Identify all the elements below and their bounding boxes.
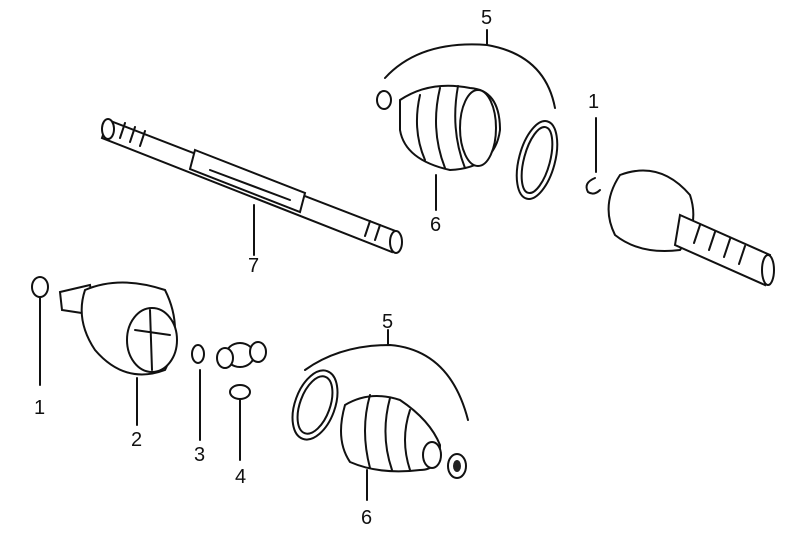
label-lower-circlip: 1 [34,397,46,419]
label-inner-joint-housing: 2 [131,429,143,451]
label-lower-boot: 6 [361,507,373,529]
label-upper-boot: 6 [430,214,442,236]
lower-kit-bracket [304,344,469,421]
label-upper-boot-kit: 5 [481,7,493,29]
label-lower-boot-kit: 5 [382,311,394,333]
lower-band [291,369,339,441]
label-snap-ring: 3 [194,444,206,466]
inner-joint-housing [58,281,178,426]
label-upper-circlip: 1 [588,91,600,113]
label-tripod-joint: 4 [235,466,247,488]
tripod-joint [216,341,267,461]
lower-circlip [31,276,49,298]
snap-ring [191,344,205,364]
outer-cv-joint [607,169,775,287]
upper-small-clamp [376,90,392,110]
upper-boot [399,84,502,211]
lower-boot [340,394,442,501]
drive-shaft [100,118,403,256]
label-drive-shaft: 7 [248,255,260,277]
upper-circlip [585,177,601,195]
upper-band [515,120,559,200]
